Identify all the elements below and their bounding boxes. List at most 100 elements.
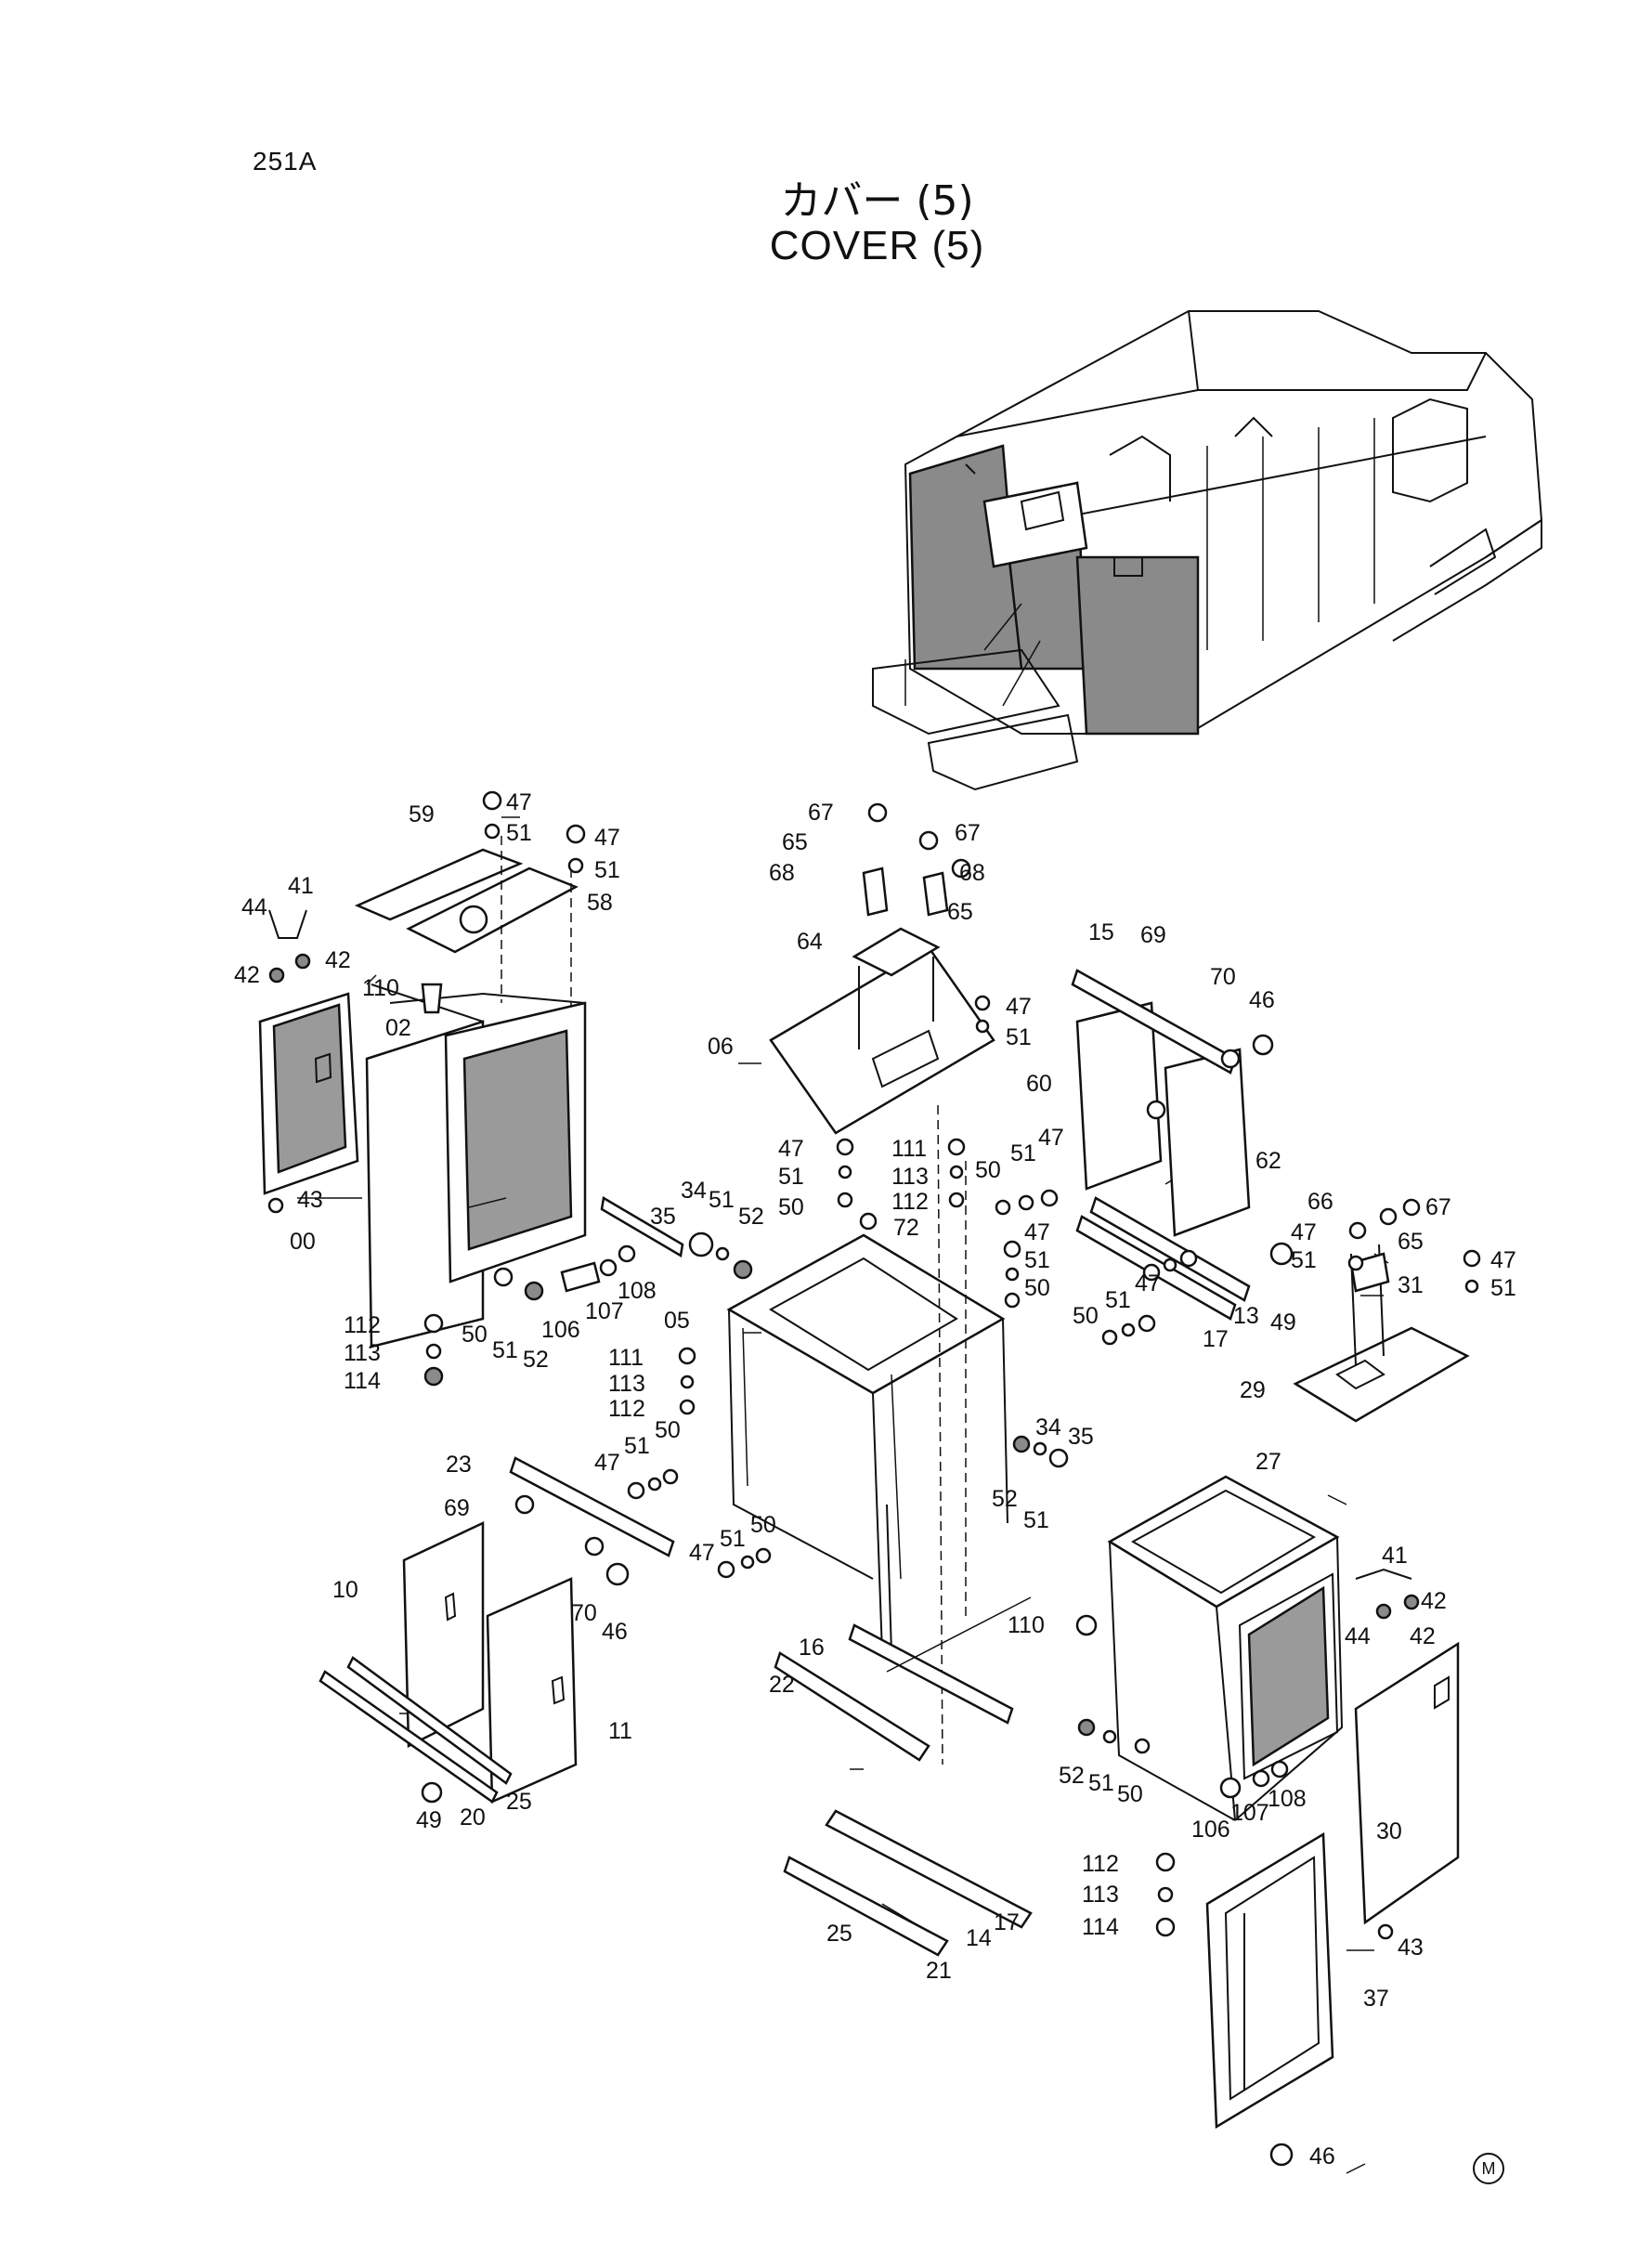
callout-25-left: 25 [506,1789,532,1815]
callout-47-edge: 47 [1490,1247,1516,1273]
callout-47: 47 [594,825,620,851]
callout-62: 62 [1255,1148,1281,1174]
callout-107-right: 107 [1230,1800,1269,1826]
callout-34-right: 34 [1035,1414,1061,1440]
callout-13: 13 [1233,1303,1259,1329]
callout-68: 68 [769,860,795,886]
callout-41: 41 [288,873,314,899]
callout-58: 58 [587,890,613,916]
callout-65-far-right: 65 [1398,1229,1424,1255]
callout-68-right: 68 [959,860,985,886]
callout-110: 110 [362,975,399,1001]
callout-17-center: 17 [994,1909,1020,1935]
callout-14: 14 [966,1925,992,1951]
callout-50-right: 50 [975,1157,1001,1183]
callout-112-center: 112 [891,1189,929,1215]
left-housing-00 [365,984,587,1348]
machine-overview-illustration [872,310,1543,791]
callout-21: 21 [926,1958,952,1984]
callout-112-left: 112 [344,1312,381,1338]
callout-51-edge: 51 [1490,1275,1516,1301]
callout-41-right: 41 [1382,1543,1408,1569]
callout-30: 30 [1376,1818,1402,1844]
callout-106-right: 106 [1191,1817,1230,1843]
callout-51-center-left: 51 [778,1164,804,1190]
callout-35-right: 35 [1068,1424,1094,1450]
callout-51-right: 51 [1010,1140,1036,1166]
callout-47-top: 47 [506,789,532,815]
callout-27: 27 [1255,1449,1281,1475]
callout-23: 23 [446,1452,472,1478]
callout-51-bottom-right: 51 [1088,1770,1114,1796]
center-rails [774,1596,1033,1957]
callout-34: 34 [681,1178,707,1204]
callout-47-right-lower: 47 [1135,1270,1161,1296]
center-frame-05 [726,1104,1008,1765]
callout-50-left: 50 [462,1322,488,1348]
fastener-symbols [267,790,1481,2167]
callout-50-right-lower: 50 [1073,1303,1099,1329]
callout-47-right: 47 [1038,1125,1064,1151]
callout-42-right: 42 [1421,1588,1447,1614]
callout-112-right: 112 [1082,1851,1119,1877]
page-code: 251A [253,147,318,176]
callout-52-right: 52 [992,1486,1018,1512]
callout-37: 37 [1363,1986,1389,2012]
callout-44-right: 44 [1345,1623,1371,1649]
callout-47-right-mid: 47 [1024,1219,1050,1245]
callout-49-left: 49 [416,1807,442,1833]
callout-46-bottom: 46 [1309,2143,1335,2169]
callout-113-left: 113 [344,1340,381,1366]
callout-59: 59 [409,801,435,827]
callout-44: 44 [241,894,267,920]
callout-35: 35 [650,1204,676,1230]
callout-51-top: 51 [506,820,532,846]
right-panels-60-62 [1071,969,1251,1321]
callout-114-right: 114 [1082,1914,1119,1940]
manufacturer-mark: M [1473,2153,1504,2184]
callout-60: 60 [1026,1071,1052,1097]
callout-42: 42 [325,947,351,973]
callout-69-left: 69 [444,1495,470,1521]
callout-113-lower: 113 [608,1371,645,1397]
callout-65: 65 [782,829,808,855]
callout-51-right-bottom: 51 [1023,1507,1049,1533]
callout-42-left: 42 [234,962,260,988]
callout-05: 05 [664,1308,690,1334]
callout-65-right: 65 [947,899,973,925]
callout-00: 00 [290,1229,316,1255]
callout-15: 15 [1088,919,1114,945]
callout-113-right: 113 [1082,1882,1119,1908]
callout-50-bottom-right: 50 [1117,1781,1143,1807]
callout-31: 31 [1398,1272,1424,1298]
callout-50-center-left: 50 [778,1194,804,1220]
callout-72: 72 [893,1215,919,1241]
callout-51-right-mid: 51 [1024,1247,1050,1273]
callout-11: 11 [608,1718,632,1744]
callout-111-center: 111 [891,1136,927,1162]
callout-17-right: 17 [1203,1326,1229,1352]
callout-51-mid: 51 [709,1187,735,1213]
callout-47-center-left: 47 [778,1136,804,1162]
callout-20: 20 [460,1804,486,1831]
callout-69-right: 69 [1140,922,1166,948]
left-door-02 [258,909,359,1195]
callout-114-left: 114 [344,1368,381,1394]
callout-107: 107 [585,1298,624,1324]
center-top-plate-06-64 [769,866,995,1135]
callout-113-center: 113 [891,1164,929,1190]
right-top-plate-29 [1293,1244,1470,1423]
callout-50-lower: 50 [655,1417,681,1443]
callout-47-far-right: 47 [1291,1219,1317,1245]
callout-51-center: 51 [1006,1024,1032,1050]
callout-67: 67 [808,800,834,826]
right-frame-37 [1205,1831,1334,2130]
callout-50-bottom: 50 [750,1512,776,1538]
callout-111-left: 111 [608,1345,644,1371]
callout-22: 22 [769,1672,795,1698]
callout-52: 52 [738,1204,764,1230]
callout-10: 10 [332,1577,358,1603]
callout-50-right-mid: 50 [1024,1275,1050,1301]
